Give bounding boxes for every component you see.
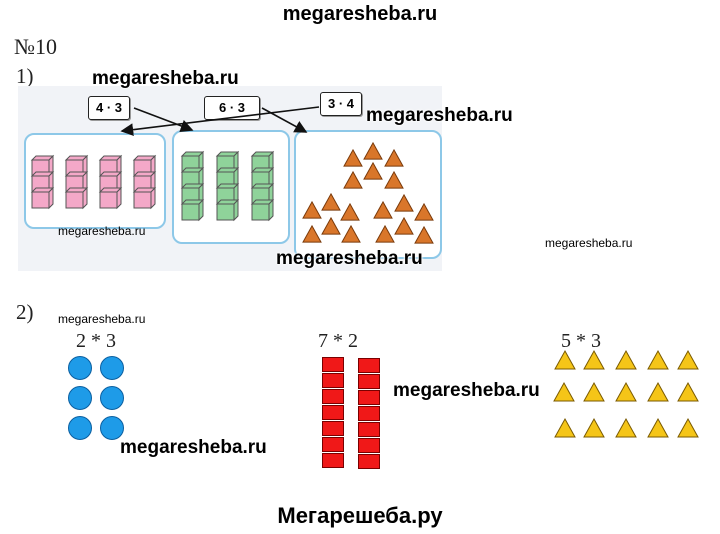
- red-square: [322, 453, 344, 468]
- watermark: megaresheba.ru: [366, 105, 513, 126]
- triangle: [384, 170, 404, 189]
- triangle: [363, 141, 383, 160]
- triangle: [384, 148, 404, 167]
- footer-title: Мегарешеба.ру: [277, 503, 443, 528]
- triangle: [583, 417, 605, 438]
- red-square: [358, 438, 380, 453]
- triangle: [583, 349, 605, 370]
- orange-triangle-groups: [302, 141, 434, 244]
- triangle: [647, 417, 669, 438]
- cube: [181, 203, 200, 221]
- cube: [133, 191, 152, 209]
- red-square: [322, 405, 344, 420]
- expr-triangles: 5 * 3: [561, 330, 601, 352]
- watermark: megaresheba.ru: [92, 68, 239, 89]
- triangle: [615, 381, 637, 402]
- triangle: [394, 216, 414, 235]
- triangle: [302, 224, 322, 243]
- part2-label: 2): [16, 300, 34, 324]
- watermark-small: megaresheba.ru: [58, 224, 146, 238]
- site-title: megaresheba.ru: [282, 3, 438, 25]
- blue-circle: [68, 386, 92, 410]
- cube: [251, 203, 270, 221]
- red-square: [358, 422, 380, 437]
- triangle: [375, 224, 395, 243]
- triangle: [677, 381, 699, 402]
- watermark: megaresheba.ru: [120, 437, 267, 458]
- triangle: [321, 192, 341, 211]
- red-square: [322, 421, 344, 436]
- arrow: [133, 107, 194, 133]
- triangle: [343, 170, 363, 189]
- triangle: [363, 161, 383, 180]
- watermark: megaresheba.ru: [276, 248, 423, 269]
- triangle: [343, 148, 363, 167]
- triangle: [677, 349, 699, 370]
- triangle: [554, 417, 576, 438]
- triangle: [340, 202, 360, 221]
- red-square: [322, 373, 344, 388]
- triangle: [553, 381, 575, 402]
- pink-cube-columns: [30, 154, 157, 210]
- arrow: [261, 107, 308, 133]
- red-square: [322, 437, 344, 452]
- red-square: [358, 406, 380, 421]
- task-number: №10: [14, 34, 57, 59]
- red-square: [322, 357, 344, 372]
- expr-squares: 7 * 2: [318, 330, 358, 352]
- triangle: [615, 349, 637, 370]
- watermark-small: megaresheba.ru: [545, 236, 633, 250]
- triangle: [302, 200, 322, 219]
- triangle: [373, 200, 393, 219]
- triangle: [647, 381, 669, 402]
- yellow-triangle-grid: [553, 349, 699, 438]
- triangle: [414, 202, 434, 221]
- cube: [65, 191, 84, 209]
- triangle: [647, 349, 669, 370]
- watermark-small: megaresheba.ru: [58, 312, 146, 326]
- cube: [31, 191, 50, 209]
- red-square: [322, 389, 344, 404]
- watermark: megaresheba.ru: [393, 380, 540, 401]
- triangle: [341, 224, 361, 243]
- card-expression: 3 · 4: [320, 92, 362, 116]
- cube: [216, 203, 235, 221]
- arrow: [120, 106, 320, 136]
- triangle: [554, 349, 576, 370]
- triangle: [677, 417, 699, 438]
- red-square: [358, 454, 380, 469]
- red-square: [358, 390, 380, 405]
- blue-circle: [100, 386, 124, 410]
- expr-circles: 2 * 3: [76, 330, 116, 352]
- cube: [99, 191, 118, 209]
- triangle: [583, 381, 605, 402]
- triangle: [321, 216, 341, 235]
- card-expression: 4 · 3: [88, 96, 130, 120]
- part1-label: 1): [16, 64, 34, 88]
- triangle: [394, 193, 414, 212]
- blue-circle: [100, 356, 124, 380]
- blue-circle: [68, 416, 92, 440]
- red-square: [358, 374, 380, 389]
- red-square: [358, 358, 380, 373]
- blue-circle: [100, 416, 124, 440]
- triangle: [615, 417, 637, 438]
- green-cube-columns: [180, 150, 275, 222]
- blue-circle: [68, 356, 92, 380]
- triangle: [414, 225, 434, 244]
